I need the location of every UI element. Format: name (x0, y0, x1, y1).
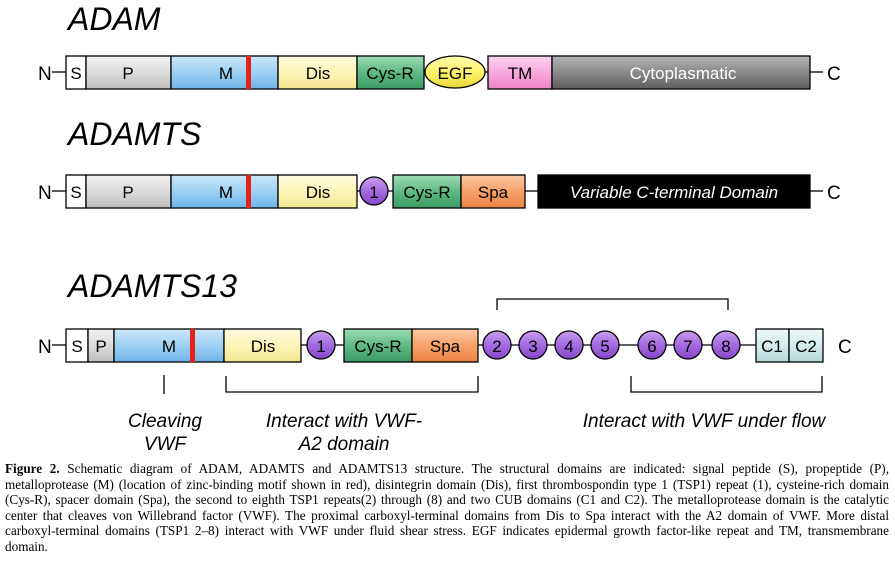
tsp-repeats-bracket (496, 298, 729, 310)
adamts13-zinc-motif (190, 329, 195, 362)
adamts13-tsp1-repeat-7 (673, 330, 703, 360)
adamts-s-label: S (70, 183, 81, 202)
adamts13-tsp1-repeat-4 (554, 330, 584, 360)
figure-caption: Figure 2. Schematic diagram of ADAM, ADA… (5, 461, 889, 555)
tsp-repeat-label: 4 (564, 337, 573, 356)
tsp-repeat-label: 8 (721, 337, 730, 356)
adamts13-cub2 (788, 328, 824, 363)
adamts13-metalloprotease (113, 328, 225, 363)
adamts-disintegrin (277, 174, 358, 209)
adam-cysteine-rich (356, 55, 425, 90)
domain-diagram: ADAM N S P M Dis Cys-R EGF TM Cytoplasma… (38, 1, 852, 455)
adam-metalloprotease (170, 55, 279, 90)
adamts13-row: ADAMTS13 N S P M Dis 1 Cys-R Spa (38, 268, 852, 455)
adamts-variable-label: Variable C-terminal Domain (570, 183, 778, 202)
tsp-repeat-label: 2 (492, 337, 501, 356)
adamts-spa-label: Spa (478, 183, 509, 202)
adam-s-label: S (70, 64, 81, 83)
adam-p-label: P (122, 64, 133, 83)
adamts13-propeptide (87, 328, 115, 363)
cleaving-annotation: Cleaving (128, 411, 202, 432)
adamts13-tsp1-label: 1 (316, 337, 325, 356)
adamts13-tsp1-repeat-5 (590, 330, 620, 360)
adamts13-tsp1-repeat-3 (518, 330, 548, 360)
adam-cys-label: Cys-R (366, 64, 413, 83)
flow-annotation: Interact with VWF under flow (583, 411, 827, 432)
adam-title: ADAM (66, 1, 161, 37)
adamts13-title: ADAMTS13 (66, 268, 237, 304)
a2-annotation: Interact with VWF- (266, 411, 422, 432)
cleaving-annotation: VWF (144, 434, 188, 455)
adam-disintegrin (277, 55, 358, 90)
adamts13-tsp1-repeat-6 (637, 330, 667, 360)
adamts13-c2-label: C2 (795, 337, 817, 356)
a2-annotation: A2 domain (298, 434, 390, 455)
c-terminus: C (827, 183, 841, 204)
tsp-repeat-label: 7 (683, 337, 692, 356)
adamts-m-label: M (219, 183, 233, 202)
adamts13-spa-label: Spa (430, 337, 461, 356)
adamts-title: ADAMTS (66, 116, 201, 152)
adamts-p-label: P (122, 183, 133, 202)
adam-tm-label: TM (508, 64, 533, 83)
adamts-cys-label: Cys-R (403, 183, 450, 202)
a2-bracket (225, 376, 479, 393)
adamts13-dis-label: Dis (251, 337, 276, 356)
c-terminus: C (838, 337, 852, 358)
adamts13-spacer (411, 328, 479, 363)
caption-text: Schematic diagram of ADAM, ADAMTS and AD… (5, 461, 889, 554)
tsp-repeat-label: 6 (647, 337, 656, 356)
adamts13-cysteine-rich (343, 328, 413, 363)
n-terminus: N (38, 64, 52, 85)
tsp-repeat-label: 5 (600, 337, 609, 356)
adam-cytoplasmatic (551, 55, 811, 90)
adamts-zinc-motif (246, 175, 251, 208)
adamts-propeptide (85, 174, 172, 209)
adam-cyto-label: Cytoplasmatic (630, 64, 737, 83)
adamts13-tsp1-repeat-8 (711, 330, 741, 360)
tsp-repeat-label: 3 (528, 337, 537, 356)
adamts13-disintegrin (223, 328, 302, 363)
adam-dis-label: Dis (306, 64, 331, 83)
adamts-cysteine-rich (392, 174, 462, 209)
adamts13-c1-label: C1 (761, 337, 783, 356)
adamts13-p-label: P (95, 337, 106, 356)
adamts13-tsp1-repeat-2 (482, 330, 512, 360)
flow-bracket (630, 376, 823, 393)
adamts-row: ADAMTS N S P M Dis 1 Cys-R Spa Variable … (38, 116, 841, 209)
n-terminus: N (38, 183, 52, 204)
adamts-tsp1-label: 1 (369, 183, 378, 202)
adam-row: ADAM N S P M Dis Cys-R EGF TM Cytoplasma… (38, 1, 841, 90)
caption-label: Figure 2. (5, 461, 60, 476)
adam-egf-label: EGF (438, 64, 473, 83)
adamts13-m-label: M (162, 337, 176, 356)
adamts13-s-label: S (71, 337, 82, 356)
c-terminus: C (827, 64, 841, 85)
adamts13-cys-label: Cys-R (354, 337, 401, 356)
adamts13-cub1 (755, 328, 790, 363)
adam-zinc-motif (246, 56, 251, 89)
adam-propeptide (85, 55, 172, 90)
adam-m-label: M (219, 64, 233, 83)
n-terminus: N (38, 337, 52, 358)
adamts-dis-label: Dis (306, 183, 331, 202)
